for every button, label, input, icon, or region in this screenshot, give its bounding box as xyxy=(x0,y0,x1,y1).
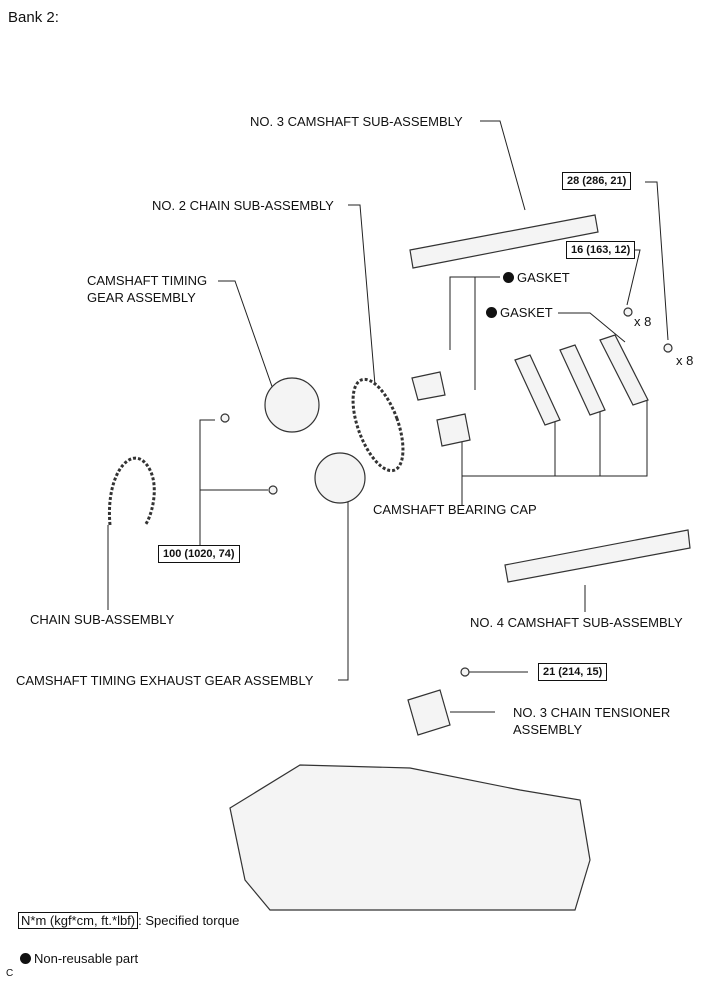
legend-torque-desc: : Specified torque xyxy=(138,913,240,928)
leader-gasket-lower xyxy=(558,312,626,343)
bolt-timing xyxy=(220,413,230,423)
label-timing-gear-1: CAMSHAFT TIMING xyxy=(87,273,208,288)
legend-nonreusable: Non-reusable part xyxy=(20,951,138,967)
bolt-28 xyxy=(663,343,673,353)
leader-torque-28 xyxy=(645,181,669,341)
section-title: Bank 2: xyxy=(8,9,59,26)
label-exhaust-gear: CAMSHAFT TIMING EXHAUST GEAR ASSEMBLY xyxy=(16,673,314,688)
label-tensioner-2: ASSEMBLY xyxy=(513,722,583,737)
label-bearing-cap: CAMSHAFT BEARING CAP xyxy=(373,502,537,517)
torque-box-21: 21 (214, 15) xyxy=(538,663,608,681)
nonreusable-dot-icon xyxy=(20,953,31,964)
qty-label-b: x 8 xyxy=(676,353,694,368)
exhaust-gear-part xyxy=(314,452,366,504)
tensioner-part xyxy=(407,689,451,736)
engine-block-part xyxy=(229,764,591,911)
no4-camshaft-part xyxy=(504,529,691,583)
torque-box-16: 16 (163, 12) xyxy=(566,241,636,259)
leader-torque-100 xyxy=(199,419,215,545)
corner-mark: C xyxy=(6,968,14,979)
qty-label-a: x 8 xyxy=(634,314,652,329)
bolt-exhaust xyxy=(268,485,278,495)
label-tensioner-1: NO. 3 CHAIN TENSIONER xyxy=(513,705,671,720)
leader-gasket-upper xyxy=(449,276,500,350)
label-gasket-upper: GASKET xyxy=(503,270,570,286)
timing-gear-part xyxy=(264,377,320,433)
nonreusable-dot-icon xyxy=(503,272,514,283)
legend-torque: N*m (kgf*cm, ft.*lbf): Specified torque xyxy=(18,912,240,929)
label-chain-sub: CHAIN SUB-ASSEMBLY xyxy=(30,612,175,627)
bearing-cap-part xyxy=(514,354,561,426)
torque-box-100: 100 (1020, 74) xyxy=(158,545,240,563)
leader-no2-chain xyxy=(348,204,376,386)
no3-camshaft-part xyxy=(409,214,599,269)
no2-chain-part xyxy=(351,377,405,473)
label-no4-camshaft: NO. 4 CAMSHAFT SUB-ASSEMBLY xyxy=(470,615,683,630)
bolt-16 xyxy=(623,307,633,317)
nonreusable-dot-icon xyxy=(486,307,497,318)
leader-exhaust-gear xyxy=(338,495,349,681)
label-no3-camshaft: NO. 3 CAMSHAFT SUB-ASSEMBLY xyxy=(250,114,463,129)
label-timing-gear-2: GEAR ASSEMBLY xyxy=(87,290,196,305)
torque-box-28: 28 (286, 21) xyxy=(562,172,632,190)
label-gasket-lower: GASKET xyxy=(486,305,553,321)
legend-torque-box: N*m (kgf*cm, ft.*lbf) xyxy=(18,912,139,929)
leader-timing-gear xyxy=(218,280,276,396)
bolt-21 xyxy=(460,667,470,677)
label-no2-chain: NO. 2 CHAIN SUB-ASSEMBLY xyxy=(152,198,334,213)
leader-no3-camshaft xyxy=(480,120,526,211)
chain-sub-part xyxy=(107,456,156,527)
